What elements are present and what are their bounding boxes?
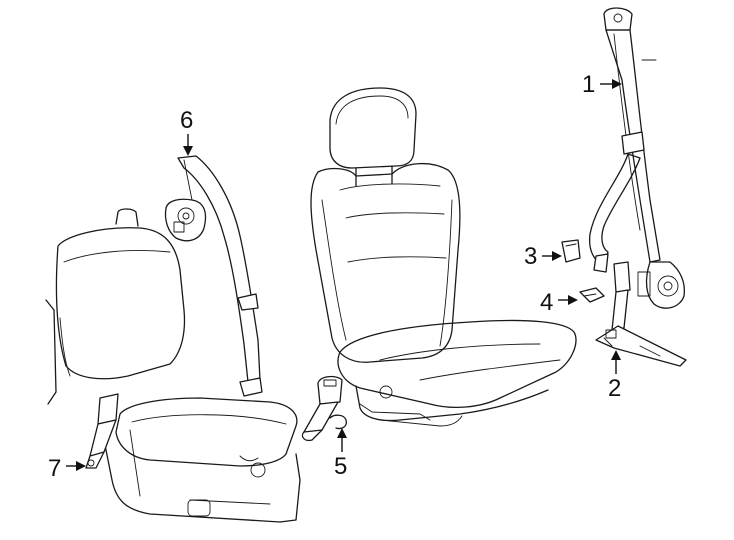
callout-6-number: 6 [180,107,193,134]
callout-2: 2 [608,350,621,402]
callout-1: 1 [582,71,622,98]
part-6-rear-belt [164,155,263,397]
callout-6: 6 [180,107,193,156]
part-1-front-belt [588,7,686,309]
callout-3: 3 [524,243,562,270]
callout-4-number: 4 [540,289,553,316]
part-3-clip [561,239,581,263]
part-4-bracket [579,287,605,303]
callout-5: 5 [334,428,347,480]
callout-4: 4 [540,289,578,316]
callout-7-number: 7 [48,455,61,482]
part-7-rear-buckle [85,393,119,469]
callout-2-number: 2 [608,375,621,402]
callout-5-number: 5 [334,453,347,480]
part-2-buckle-rail [595,261,687,367]
part-5-front-buckle [301,375,348,442]
front-seat [310,87,577,427]
callout-3-number: 3 [524,243,537,270]
callout-7: 7 [48,455,86,482]
rear-seat [45,208,301,523]
callout-1-number: 1 [582,71,595,98]
